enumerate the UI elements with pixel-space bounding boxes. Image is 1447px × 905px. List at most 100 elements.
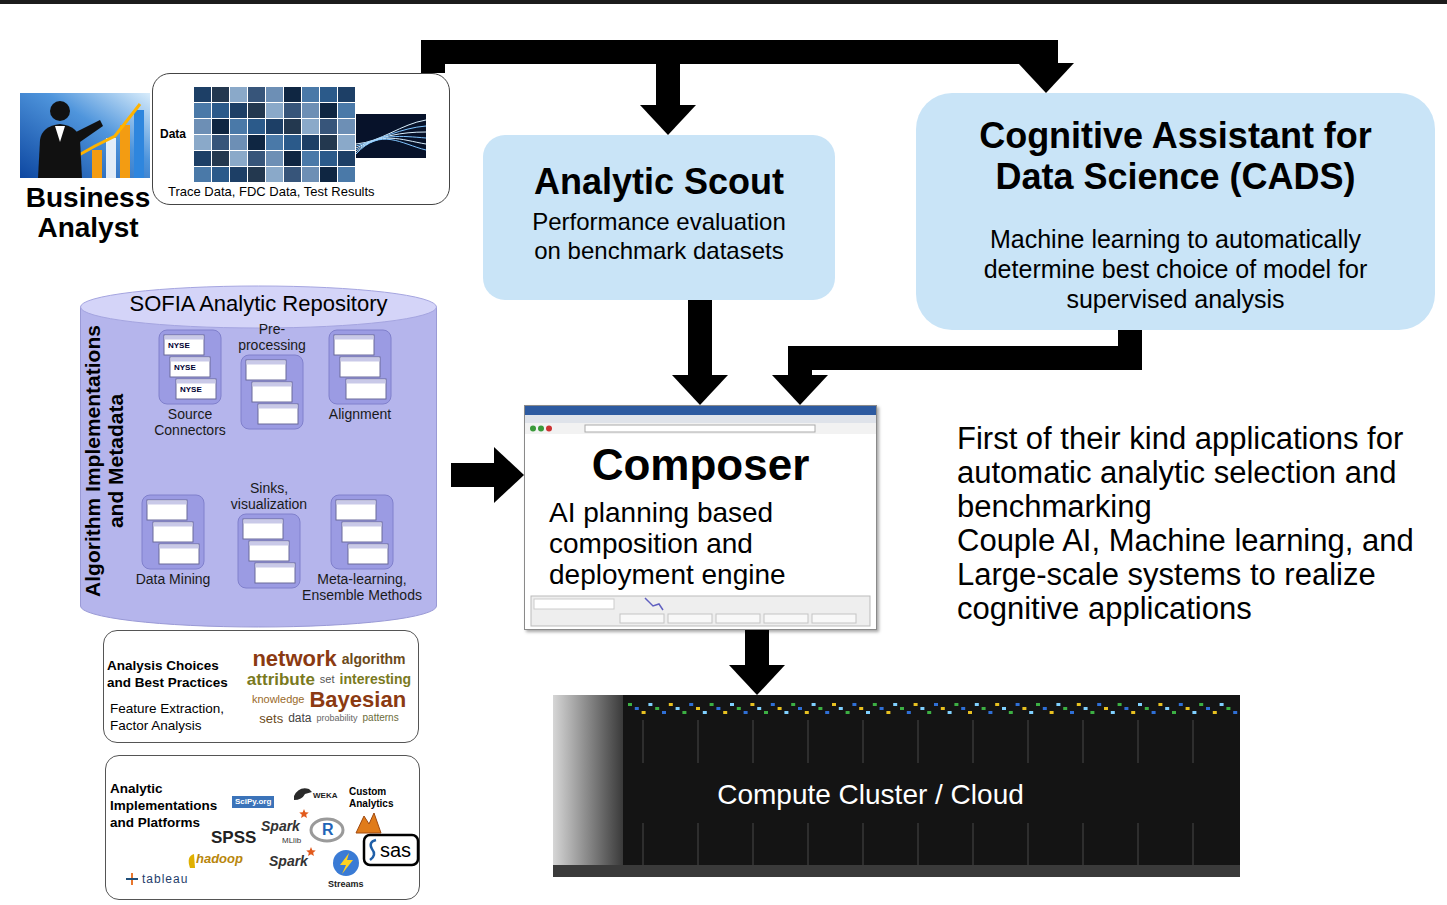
arrow-head: [640, 105, 696, 135]
card-header: [335, 336, 374, 340]
cable-light: [825, 711, 829, 714]
top-rule: [0, 0, 1447, 4]
node-heading: Composer: [525, 440, 876, 491]
mosaic-tile: [230, 87, 247, 102]
rack-divider: [1192, 823, 1194, 865]
mosaic-tile: [284, 103, 301, 118]
cable-light: [750, 703, 754, 706]
cable-light: [1077, 703, 1081, 706]
arrow-shaft: [451, 463, 496, 487]
cable-light: [805, 711, 809, 714]
platform-logo-text: MLlib: [282, 836, 301, 845]
flow-arrow: [729, 630, 785, 695]
document-card: [147, 500, 187, 520]
rack-divider: [807, 720, 809, 763]
icon-head: [50, 101, 70, 121]
node-body: Trace Data, FDC Data, Test Results: [168, 184, 375, 199]
cable-light: [1131, 711, 1135, 714]
cable-light: [846, 711, 850, 714]
mosaic-tile: [266, 119, 283, 134]
document-card: [346, 379, 386, 399]
mosaic-tile: [212, 87, 229, 102]
card-body: [153, 522, 193, 542]
node-heading: Alignment: [315, 406, 405, 422]
cable-light: [778, 707, 782, 710]
cable-light: [1233, 711, 1237, 714]
card-body: [164, 335, 204, 355]
tile-ground: [238, 514, 300, 588]
icon-bar: [106, 138, 116, 178]
cable-light: [1145, 707, 1149, 710]
room-wall: [553, 695, 623, 877]
card-header: [343, 523, 382, 527]
cable-light: [948, 711, 952, 714]
sas-logo-box: [364, 835, 418, 865]
rack-divider: [1137, 823, 1139, 865]
hadoop-elephant: [189, 854, 195, 868]
mosaic-tile: [230, 151, 247, 166]
document-card: [164, 335, 204, 355]
mosaic-tile: [266, 151, 283, 166]
tile-ground: [142, 495, 204, 569]
cylinder-body: [81, 307, 437, 627]
document-card: [258, 404, 298, 424]
cable-light: [791, 703, 795, 706]
cloud-word: data: [288, 712, 311, 724]
rack-divider: [972, 720, 974, 763]
tool-box: Cognitive Assistant for Data Science (CA…: [916, 93, 1435, 330]
platform-logo-text: R: [322, 821, 334, 839]
cross-bar: [126, 878, 138, 880]
mosaic-tile: [302, 167, 319, 182]
arrow-shaft: [800, 330, 1130, 377]
tableau-cross: [126, 873, 138, 885]
card-body: [249, 541, 289, 561]
cable-light: [873, 703, 877, 706]
toolbar-button: [538, 426, 544, 432]
card-body: [159, 544, 199, 564]
compute-cluster: Compute Cluster / Cloud: [553, 695, 1240, 877]
mosaic-tile: [284, 87, 301, 102]
cable-light: [1070, 711, 1074, 714]
flow-arrow: [433, 52, 696, 135]
cable-light: [771, 703, 775, 706]
toolbar-button: [546, 426, 552, 432]
card-header: [177, 380, 216, 384]
mosaic-tile: [302, 135, 319, 150]
platform-logo-text: tableau: [142, 872, 188, 886]
card-header: [341, 358, 380, 362]
cable-light: [1084, 707, 1088, 710]
ticker-label: NYSE: [168, 341, 190, 350]
mosaic-tile: [248, 151, 265, 166]
mosaic-tile: [284, 119, 301, 134]
cable-light: [723, 711, 727, 714]
cable-light: [893, 703, 897, 706]
rack-divider: [807, 823, 809, 865]
platform-logo-text: WEKA: [313, 791, 337, 800]
category-tile: Meta-learning, Ensemble Methods: [297, 495, 427, 605]
node-body: Feature Extraction, Factor Analysis: [110, 701, 238, 735]
node-heading: Analytic Implementations and Platforms: [110, 780, 230, 831]
rack-divider: [697, 823, 699, 865]
cable-light: [655, 707, 659, 710]
cable-light: [1165, 707, 1169, 710]
tile-shape: [241, 355, 303, 429]
r-logo-ring: [311, 819, 343, 841]
cable-light: [886, 711, 890, 714]
tile-shape: [329, 330, 391, 404]
arrow-shaft: [433, 52, 1046, 73]
document-card: [176, 379, 216, 399]
node-heading: Data Mining: [128, 571, 218, 587]
rack-divider: [1027, 720, 1029, 763]
rack-divider: [642, 720, 644, 763]
panel-tab: [812, 614, 856, 623]
cloud-word: algorithm: [342, 652, 406, 666]
mosaic-tile: [338, 135, 355, 150]
practices-box: Analysis Choices and Best PracticesFeatu…: [103, 630, 419, 743]
category-tile: Data Mining: [128, 495, 218, 589]
tile-graphic: [329, 330, 391, 404]
tile-graphic: [241, 355, 303, 429]
panel-tab: [764, 614, 808, 623]
arrow-head: [772, 375, 828, 405]
mosaic-tile: [212, 135, 229, 150]
